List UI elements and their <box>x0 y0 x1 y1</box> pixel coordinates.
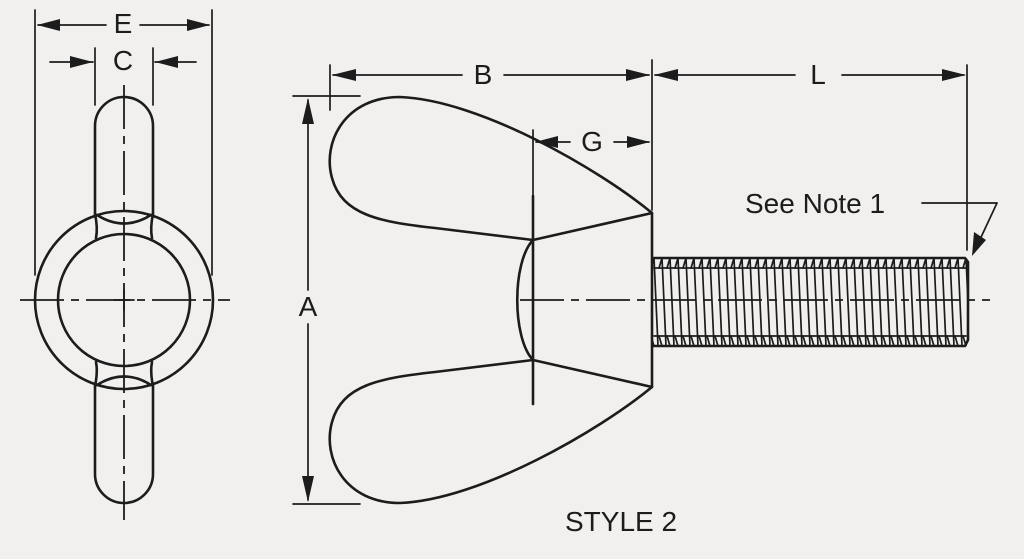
g-arrow-right <box>627 136 650 148</box>
wing-head-outline <box>328 95 654 505</box>
b-arrow-left <box>332 69 356 81</box>
l-arrow-left <box>654 69 678 81</box>
c-arrow-right <box>155 56 178 68</box>
e-arrow-left <box>37 19 60 31</box>
c-arrow-left <box>70 56 93 68</box>
l-arrow-right <box>942 69 966 81</box>
b-arrow-right <box>626 69 650 81</box>
label-c: C <box>113 45 133 76</box>
shank-outline <box>652 256 970 348</box>
end-view <box>20 9 230 520</box>
a-arrow-top <box>302 98 314 124</box>
label-l: L <box>810 59 826 90</box>
threaded-shank <box>652 258 968 346</box>
g-arrow-left <box>535 136 558 148</box>
e-arrow-right <box>187 19 210 31</box>
label-style: STYLE 2 <box>565 506 677 537</box>
note-arrow <box>972 232 986 256</box>
label-note: See Note 1 <box>745 188 885 219</box>
hub-facet-bottom <box>531 358 654 389</box>
label-g: G <box>581 126 603 157</box>
front-view <box>292 59 998 505</box>
a-arrow-bottom <box>302 476 314 502</box>
label-e: E <box>114 8 133 39</box>
label-b: B <box>474 59 493 90</box>
label-a: A <box>299 291 318 322</box>
hub-facet-top <box>531 211 654 242</box>
